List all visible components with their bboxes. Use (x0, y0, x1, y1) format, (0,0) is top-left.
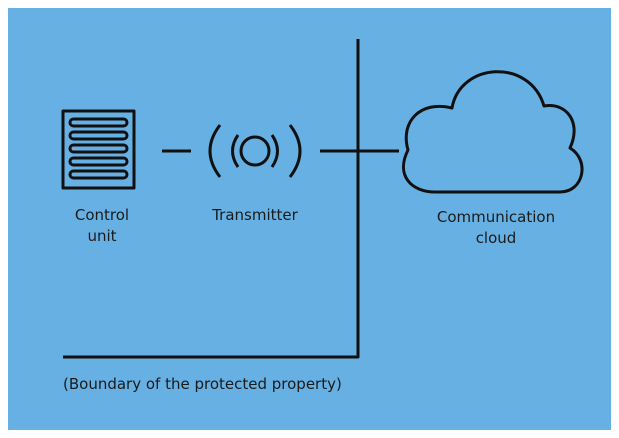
property-boundary-line (63, 39, 360, 359)
control-unit-label-line-2: unit (87, 227, 117, 245)
control-unit-label: Control unit (62, 205, 142, 247)
control-unit-label-line-1: Control (74, 206, 130, 224)
cloud-label: Communication cloud (416, 207, 576, 249)
cloud-icon (402, 70, 584, 194)
control-unit-icon (61, 109, 136, 190)
transmitter-label: Transmitter (212, 206, 298, 224)
cloud-label-line-1: Communication (436, 208, 556, 226)
boundary-label: (Boundary of the protected property) (63, 375, 342, 393)
radio-transmitter-icon (208, 124, 302, 178)
diagram-panel (8, 8, 611, 430)
cloud-label-line-2: cloud (475, 229, 517, 247)
